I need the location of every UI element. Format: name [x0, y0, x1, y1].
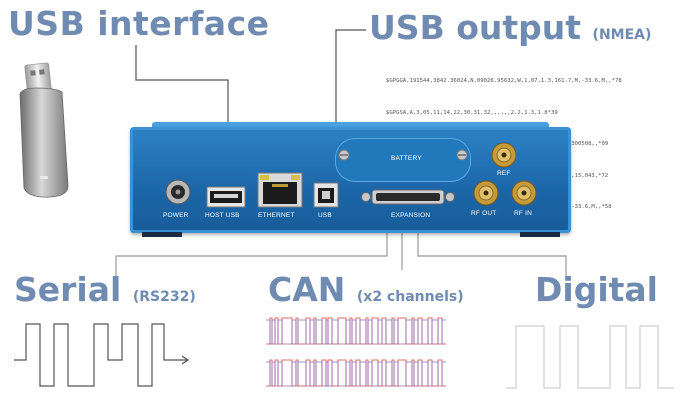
line-digital [417, 218, 567, 276]
expansion-label: EXPANSION [391, 212, 431, 219]
heading-can-main: CAN [268, 270, 346, 309]
host-usb-port-icon[interactable] [206, 186, 246, 208]
heading-can-sub: (x2 channels) [356, 289, 464, 305]
heading-usb-output-main: USB output [369, 8, 582, 47]
serial-waveform-icon [14, 323, 190, 387]
power-connector-icon[interactable] [164, 178, 192, 206]
usb-stick-icon [19, 62, 69, 198]
power-label: POWER [163, 212, 189, 219]
usb-b-port-icon[interactable] [313, 182, 339, 208]
heading-usb-interface: USB interface [8, 4, 270, 43]
heading-serial: Serial (RS232) [14, 270, 196, 309]
heading-serial-sub: (RS232) [132, 289, 196, 305]
device-foot-left [142, 232, 182, 237]
heading-usb-output-sub: (NMEA) [592, 27, 652, 43]
device-foot-right [520, 232, 560, 237]
rf-out-sma-connector-icon[interactable] [473, 180, 499, 206]
ref-sma-connector-icon[interactable] [491, 142, 517, 168]
ethernet-label: ETHERNET [258, 212, 295, 219]
battery-screw-left [338, 149, 350, 161]
rf-in-label: RF IN [514, 210, 532, 217]
heading-digital: Digital [535, 270, 658, 309]
can-waveform-icon [266, 317, 446, 387]
ref-label: REF [497, 170, 511, 177]
rf-in-sma-connector-icon[interactable] [511, 180, 537, 206]
battery-panel [335, 138, 471, 182]
battery-label: BATTERY [391, 155, 422, 162]
expansion-connector-icon[interactable] [361, 187, 455, 207]
battery-screw-right [456, 149, 468, 161]
device-top-edge [152, 122, 549, 130]
nmea-line: $GPGSA,A,3,05,11,14,22,30,31,32,,,,,,2.2… [386, 109, 558, 116]
heading-usb-output: USB output (NMEA) [369, 8, 651, 47]
nmea-line: $GPGGA,191544,3842.36024,N,09026.95632,W… [386, 78, 622, 84]
digital-waveform-icon [506, 325, 674, 389]
rf-out-label: RF OUT [471, 210, 497, 217]
usb-label: USB [318, 212, 332, 219]
ethernet-port-icon[interactable] [257, 172, 303, 208]
heading-can: CAN (x2 channels) [268, 270, 464, 309]
line-serial [115, 218, 388, 276]
host-usb-label: HOST USB [205, 212, 240, 219]
heading-serial-main: Serial [14, 270, 122, 309]
